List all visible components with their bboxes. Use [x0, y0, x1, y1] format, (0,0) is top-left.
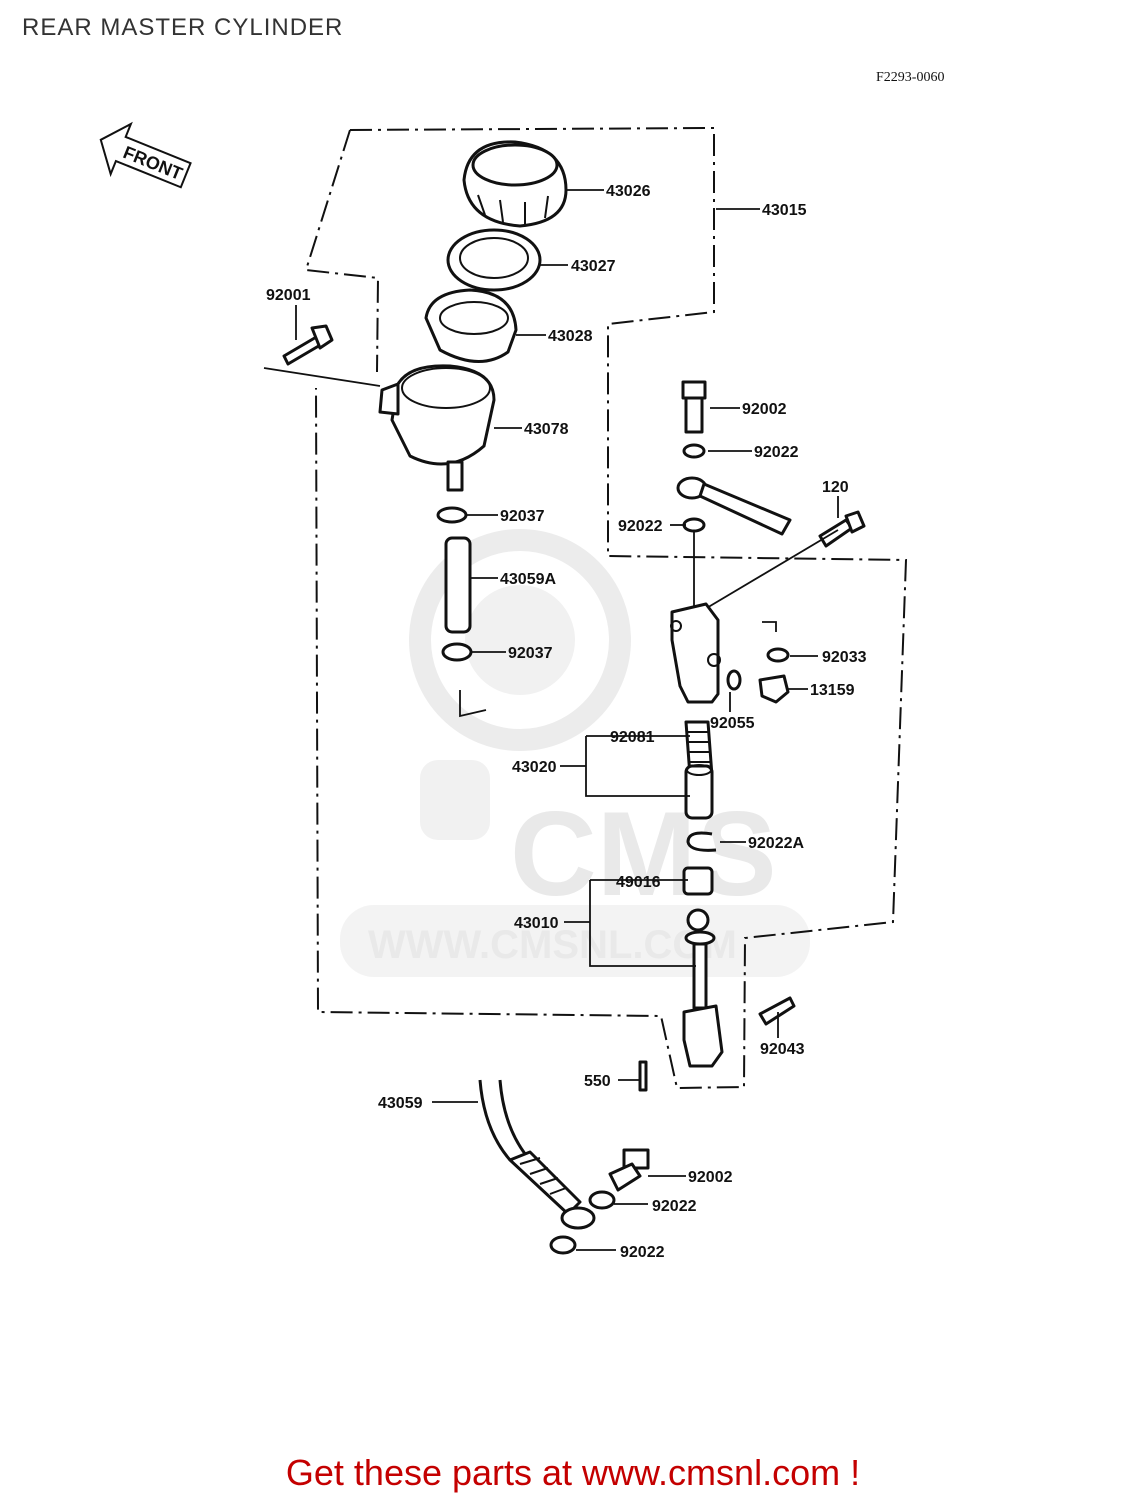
label-92037-upper: 92037	[500, 508, 545, 525]
label-92033: 92033	[822, 649, 867, 666]
banjo-washer-b	[549, 1235, 577, 1255]
diaphragm-plate	[446, 228, 542, 292]
label-92081: 92081	[610, 729, 655, 746]
clamp-lower	[441, 642, 473, 662]
page-title: REAR MASTER CYLINDER	[22, 14, 344, 41]
label-43059: 43059	[378, 1095, 423, 1112]
label-49016: 49016	[616, 874, 661, 891]
label-43026: 43026	[606, 183, 651, 200]
label-92022-banjo-a: 92022	[652, 1198, 697, 1215]
bolt-92001	[282, 324, 334, 366]
bolt-120	[818, 510, 866, 548]
boot-49016	[682, 866, 714, 896]
parts-diagram: CMS WWW.CMSNL.COM FRONT	[99, 121, 908, 1261]
label-92055: 92055	[710, 715, 755, 732]
label-92001: 92001	[266, 287, 311, 304]
hose-43059a	[444, 536, 472, 634]
brake-hose	[478, 1079, 596, 1230]
reservoir	[378, 364, 496, 492]
pin-92043	[758, 996, 796, 1026]
label-43015: 43015	[762, 202, 807, 219]
washer-upper	[682, 443, 706, 459]
label-550: 550	[584, 1073, 611, 1090]
banjo-washer-a	[588, 1190, 616, 1210]
label-92043: 92043	[760, 1041, 805, 1058]
circlip	[686, 831, 717, 852]
label-43027: 43027	[571, 258, 616, 275]
banjo-bolt	[608, 1148, 650, 1192]
label-92022a: 92022A	[748, 835, 804, 852]
label-43059a: 43059A	[500, 571, 556, 588]
label-43020: 43020	[512, 759, 557, 776]
hose-fitting	[676, 476, 792, 536]
diagram-code: F2293-0060	[876, 70, 945, 85]
fitting-13159	[758, 674, 790, 704]
piston	[684, 764, 714, 820]
cotter-pin	[638, 1060, 648, 1092]
label-120: 120	[822, 479, 849, 496]
cmsnl-watermark: CMS WWW.CMSNL.COM	[340, 529, 810, 977]
oring-92055	[726, 669, 742, 691]
washer-92033	[766, 647, 790, 663]
watermark-brand: CMS	[510, 787, 777, 921]
washer-lower	[682, 517, 706, 533]
clamp-upper	[436, 506, 468, 524]
label-92022-lower: 92022	[618, 518, 663, 535]
master-cylinder-body	[670, 602, 721, 704]
reservoir-cap	[462, 140, 568, 228]
label-92037-lower: 92037	[508, 645, 553, 662]
footer-banner[interactable]: Get these parts at www.cmsnl.com !	[285, 1452, 861, 1493]
watermark-url: WWW.CMSNL.COM	[368, 923, 737, 967]
label-43010: 43010	[514, 915, 559, 932]
label-43028: 43028	[548, 328, 593, 345]
label-13159: 13159	[810, 682, 855, 699]
front-arrow-icon: FRONT	[99, 121, 192, 189]
label-92002-upper: 92002	[742, 401, 787, 418]
label-92022-upper: 92022	[754, 444, 799, 461]
pushrod	[682, 908, 724, 1068]
reservoir-assy-outline-top	[304, 129, 380, 373]
reservoir-assy-outline	[315, 126, 908, 1090]
diaphragm	[424, 288, 518, 363]
label-43078: 43078	[524, 421, 569, 438]
bolt-upper	[681, 380, 707, 434]
label-92002-banjo: 92002	[688, 1169, 733, 1186]
label-92022-banjo-b: 92022	[620, 1244, 665, 1261]
